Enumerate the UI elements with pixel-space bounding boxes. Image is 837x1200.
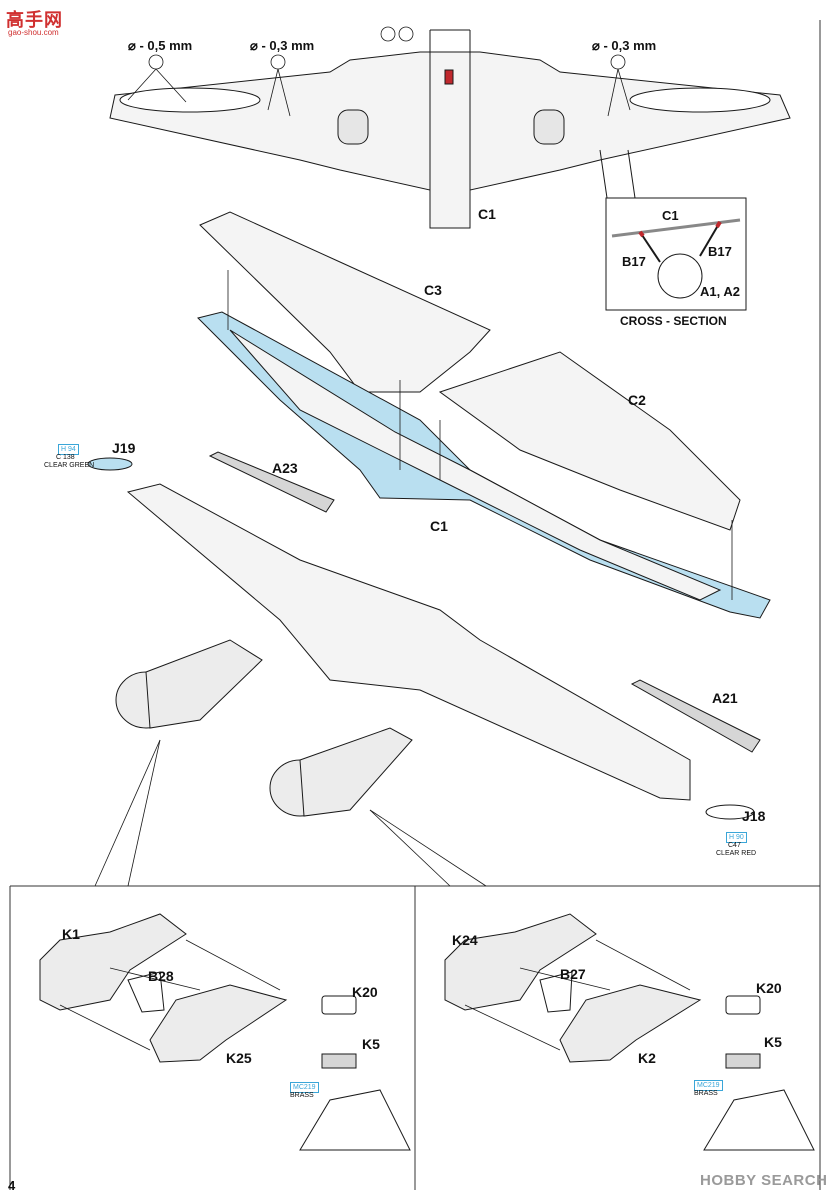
part-label-k1: K1: [62, 926, 80, 942]
engine-nacelles: [115, 639, 413, 817]
part-label-k25: K25: [226, 1050, 252, 1066]
paint-ref-j18: C47: [728, 842, 741, 849]
watermark-url: gao-shou.com: [8, 28, 59, 37]
paint-ref-j19: C 138: [56, 454, 75, 461]
part-label-k20-right: K20: [756, 980, 782, 996]
part-label-j19: J19: [112, 440, 136, 456]
part-label-j18: J18: [742, 808, 766, 824]
cross-section-box: [599, 149, 747, 311]
detail-right: [444, 913, 815, 1151]
part-label-c3: C3: [424, 282, 442, 298]
drill-pointers: [127, 26, 631, 117]
lower-wing-assembly: [87, 451, 761, 820]
paint-note-brass-left: BRASS: [290, 1092, 314, 1099]
paint-code-brass-left: MC219: [290, 1082, 319, 1093]
detail-right-arrows: [464, 939, 691, 1051]
part-label-k2: K2: [638, 1050, 656, 1066]
part-label-b27: B27: [560, 966, 586, 982]
part-label-c1-mid: C1: [430, 518, 448, 534]
cross-section-title: CROSS - SECTION: [620, 314, 727, 328]
paint-note-brass-right: BRASS: [694, 1090, 718, 1097]
part-label-c1-top: C1: [478, 206, 496, 222]
middle-arrows: [227, 270, 733, 600]
part-label-b28: B28: [148, 968, 174, 984]
middle-wing-assembly: [197, 211, 771, 619]
paint-code-j18: H 90: [726, 832, 747, 843]
cross-label-b17-left: B17: [622, 254, 646, 269]
cross-label-a1a2: A1, A2: [700, 284, 740, 299]
drill-label-center: ⌀ - 0,3 mm: [250, 38, 315, 53]
part-label-k20-left: K20: [352, 984, 378, 1000]
detail-left: [39, 913, 411, 1151]
top-wing-assembly: [109, 29, 791, 229]
paint-note-j19: CLEAR GREEN: [44, 462, 95, 469]
part-label-a21: A21: [712, 690, 738, 706]
cross-label-c1: C1: [662, 208, 679, 223]
page-number: 4: [8, 1178, 16, 1193]
frame-lines: [9, 20, 821, 1190]
part-label-k24: K24: [452, 932, 478, 948]
watermark-logo: 高手网: [6, 10, 63, 30]
part-label-a23: A23: [272, 460, 298, 476]
paint-code-brass-right: MC219: [694, 1080, 723, 1091]
paint-note-j18: CLEAR RED: [716, 850, 757, 857]
nacelle-callouts: [94, 739, 487, 887]
paint-code-j19: H 94: [58, 444, 79, 455]
detail-left-arrows: [59, 939, 281, 1051]
part-label-c2: C2: [628, 392, 646, 408]
drill-label-right: ⌀ - 0,3 mm: [592, 38, 657, 53]
cross-label-b17-right: B17: [708, 244, 732, 259]
drill-label-left: ⌀ - 0,5 mm: [128, 38, 193, 53]
watermark-hobbysearch: HOBBY SEARCH: [700, 1172, 828, 1189]
part-label-k5-left: K5: [362, 1036, 380, 1052]
part-label-k5-right: K5: [764, 1034, 782, 1050]
